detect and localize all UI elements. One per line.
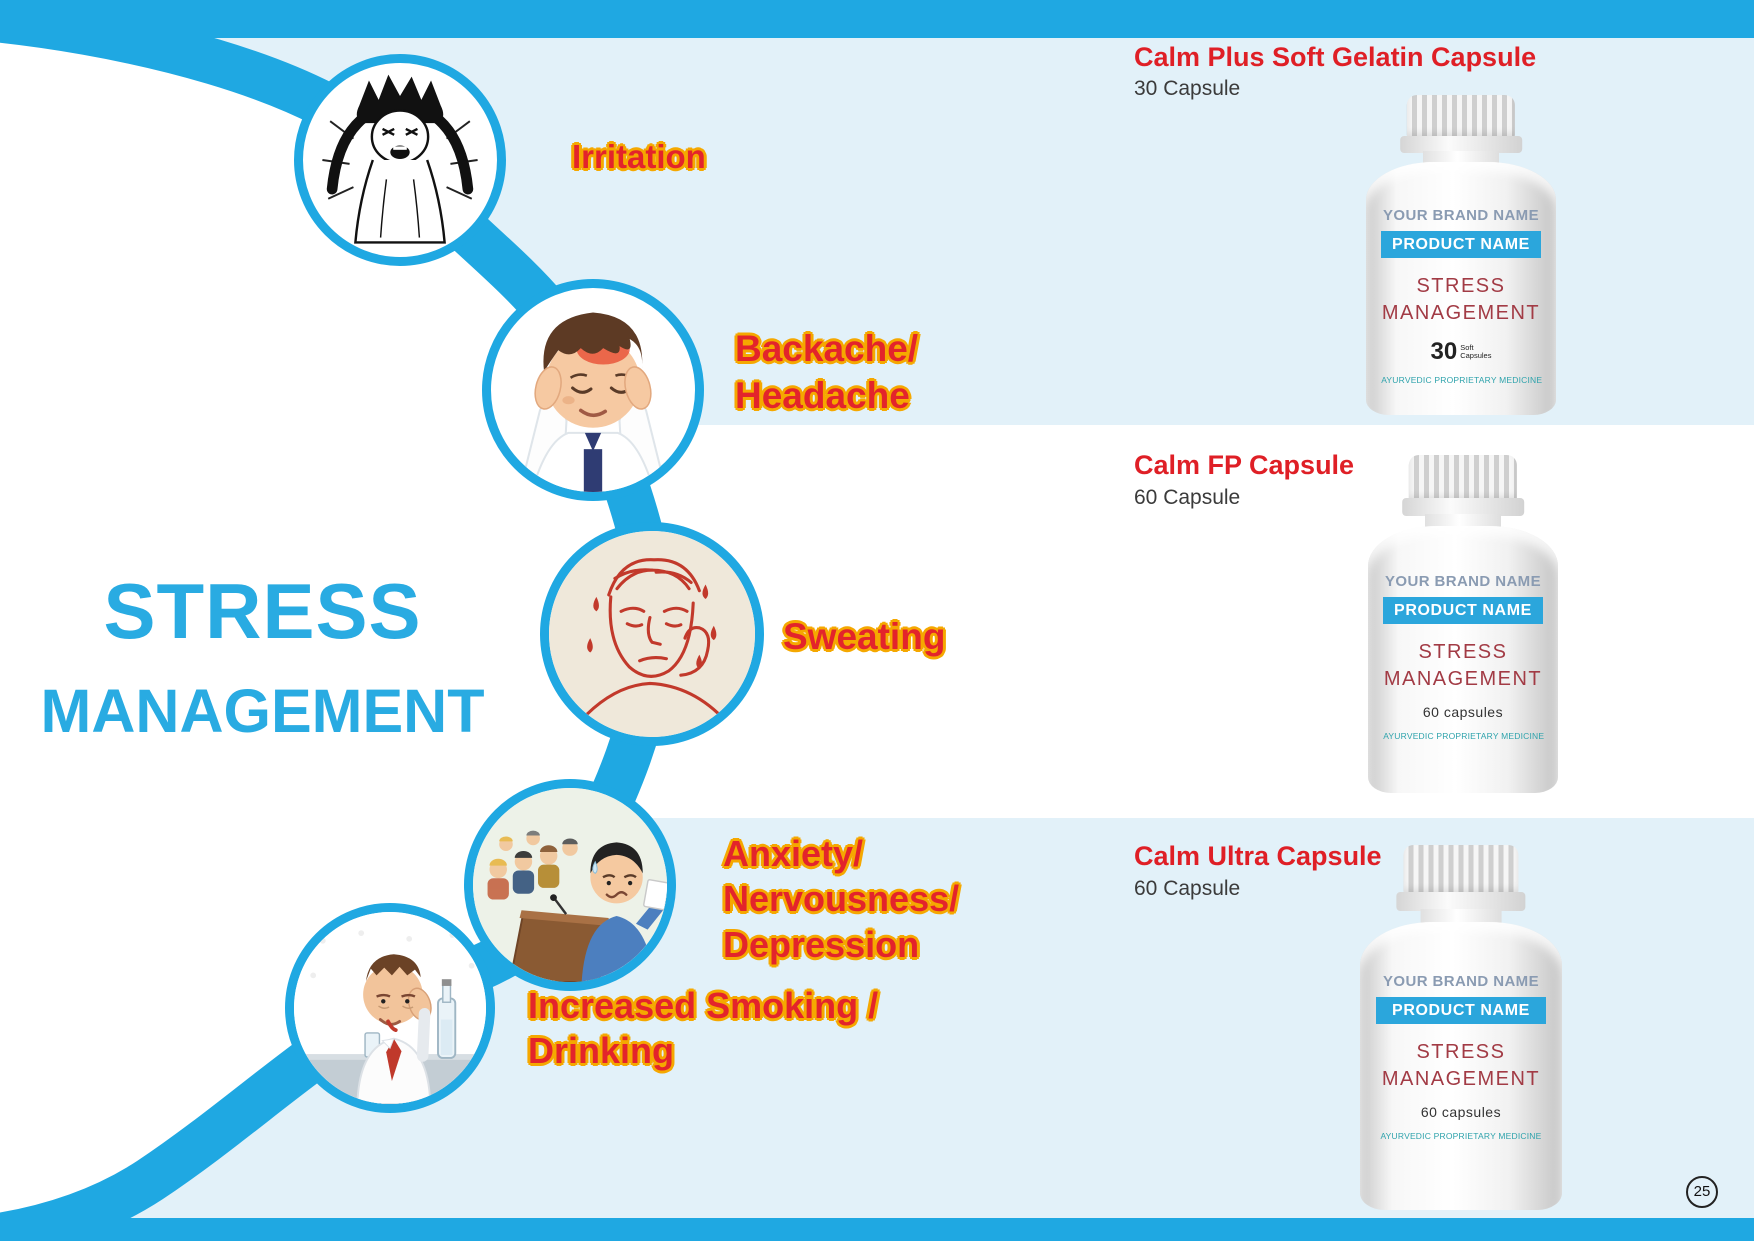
- bottle-count: 60 capsules: [1383, 704, 1543, 722]
- bottle-footer-text: AYURVEDIC PROPRIETARY MEDICINE: [1381, 375, 1543, 385]
- symptom-line: Headache: [735, 374, 910, 416]
- symptom-line: Nervousness/: [723, 878, 960, 920]
- bottle-name-line1: STRESS: [1416, 275, 1506, 297]
- bottle-name-line1: STRESS: [1418, 641, 1508, 664]
- symptom-line: Irritation: [572, 138, 706, 175]
- bottle-name-line2: MANAGEMENT: [1383, 668, 1543, 691]
- sweating-illustration-icon: [549, 531, 755, 737]
- product-qty-1: 30 Capsule: [1134, 77, 1241, 100]
- bottle-count-text: 60 capsules: [1420, 1103, 1502, 1120]
- bottle-cap: [1406, 95, 1516, 139]
- headache-circle: [482, 279, 704, 501]
- drinking-illustration-icon: [294, 912, 486, 1104]
- bottle-cap-skirt: [1400, 135, 1522, 153]
- bottle-body: [1360, 921, 1562, 1210]
- symptom-line: Backache/: [735, 328, 919, 369]
- symptom-line: Increased Smoking /: [528, 985, 879, 1026]
- bottle-label: YOUR BRAND NAME PRODUCT NAME STRESS MANA…: [1376, 973, 1546, 1141]
- bottle-footer-text: AYURVEDIC PROPRIETARY MEDICINE: [1380, 1130, 1542, 1141]
- bottle-cap-skirt: [1396, 891, 1526, 911]
- anxiety-illustration-icon: [473, 788, 667, 982]
- bottle-cap: [1408, 455, 1518, 501]
- irritation-illustration-icon: [322, 74, 478, 244]
- symptom-label-sweating: Sweating: [783, 614, 945, 661]
- bottle-brand-text: YOUR BRAND NAME: [1382, 207, 1539, 224]
- bottle-count: 60 capsules: [1376, 1104, 1546, 1122]
- headache-illustration-icon: [518, 312, 668, 492]
- drinking-circle: [285, 903, 495, 1113]
- bottle-name-line2: MANAGEMENT: [1381, 1067, 1541, 1090]
- bottom-blue-bar: [0, 1218, 1754, 1241]
- symptom-label-smoking-drinking: Increased Smoking / Drinking: [528, 983, 878, 1074]
- bottle-footer-text: AYURVEDIC PROPRIETARY MEDICINE: [1383, 731, 1545, 742]
- bottle-label: YOUR BRAND NAME PRODUCT NAME STRESS MANA…: [1381, 207, 1543, 385]
- page-number-badge: 25: [1686, 1176, 1718, 1208]
- bottle-neck: [1420, 908, 1502, 927]
- top-blue-bar: [0, 0, 1754, 38]
- symptom-line: Anxiety/: [723, 833, 864, 874]
- bottle-name-line2: MANAGEMENT: [1381, 302, 1541, 324]
- product-bottle-2: YOUR BRAND NAME PRODUCT NAME STRESS MANA…: [1368, 455, 1558, 793]
- sweating-circle: [540, 522, 764, 746]
- bottle-body: [1366, 162, 1556, 415]
- product-title-1: Calm Plus Soft Gelatin Capsule: [1134, 42, 1537, 72]
- product-title-2: Calm FP Capsule: [1134, 450, 1355, 480]
- product-bottle-1: YOUR BRAND NAME PRODUCT NAME STRESS MANA…: [1366, 95, 1556, 415]
- symptom-line: Sweating: [783, 616, 946, 657]
- bottle-label: YOUR BRAND NAME PRODUCT NAME STRESS MANA…: [1383, 573, 1545, 742]
- bottle-product-name-bar: PRODUCT NAME: [1381, 231, 1541, 258]
- irritation-circle: [294, 54, 506, 266]
- bottle-cap: [1403, 845, 1519, 895]
- bottle-product-name-bar: PRODUCT NAME: [1376, 996, 1546, 1024]
- product-qty-2: 60 Capsule: [1134, 486, 1241, 509]
- bottle-product-name-bar: PRODUCT NAME: [1383, 597, 1543, 625]
- bottle-cap-skirt: [1402, 498, 1524, 516]
- page-title-stress: STRESS: [103, 567, 422, 655]
- product-title-3: Calm Ultra Capsule: [1134, 841, 1382, 871]
- anxiety-circle: [464, 779, 676, 991]
- bottle-brand-text: YOUR BRAND NAME: [1382, 972, 1539, 990]
- bottle-count-number: 30: [1430, 338, 1458, 365]
- bottle-count-text: 60 capsules: [1422, 704, 1504, 721]
- symptom-line: Depression: [723, 923, 920, 965]
- bottle-count-unit-top: Soft: [1460, 343, 1474, 352]
- product-qty-3: 60 Capsule: [1134, 877, 1241, 900]
- page-title-management: MANAGEMENT: [40, 677, 485, 745]
- symptom-line: Drinking: [528, 1030, 675, 1072]
- bottle-neck: [1425, 513, 1501, 531]
- symptom-label-anxiety: Anxiety/ Nervousness/ Depression: [723, 831, 959, 967]
- symptom-label-irritation: Irritation: [572, 136, 706, 178]
- bottle-count-unit-bottom: Capsules: [1460, 351, 1492, 360]
- symptom-label-backache-headache: Backache/ Headache: [735, 326, 918, 419]
- bottle-brand-text: YOUR BRAND NAME: [1384, 573, 1541, 591]
- bottle-body: [1368, 525, 1558, 793]
- bottle-name-line1: STRESS: [1416, 1040, 1506, 1063]
- product-bottle-3: YOUR BRAND NAME PRODUCT NAME STRESS MANA…: [1360, 845, 1562, 1210]
